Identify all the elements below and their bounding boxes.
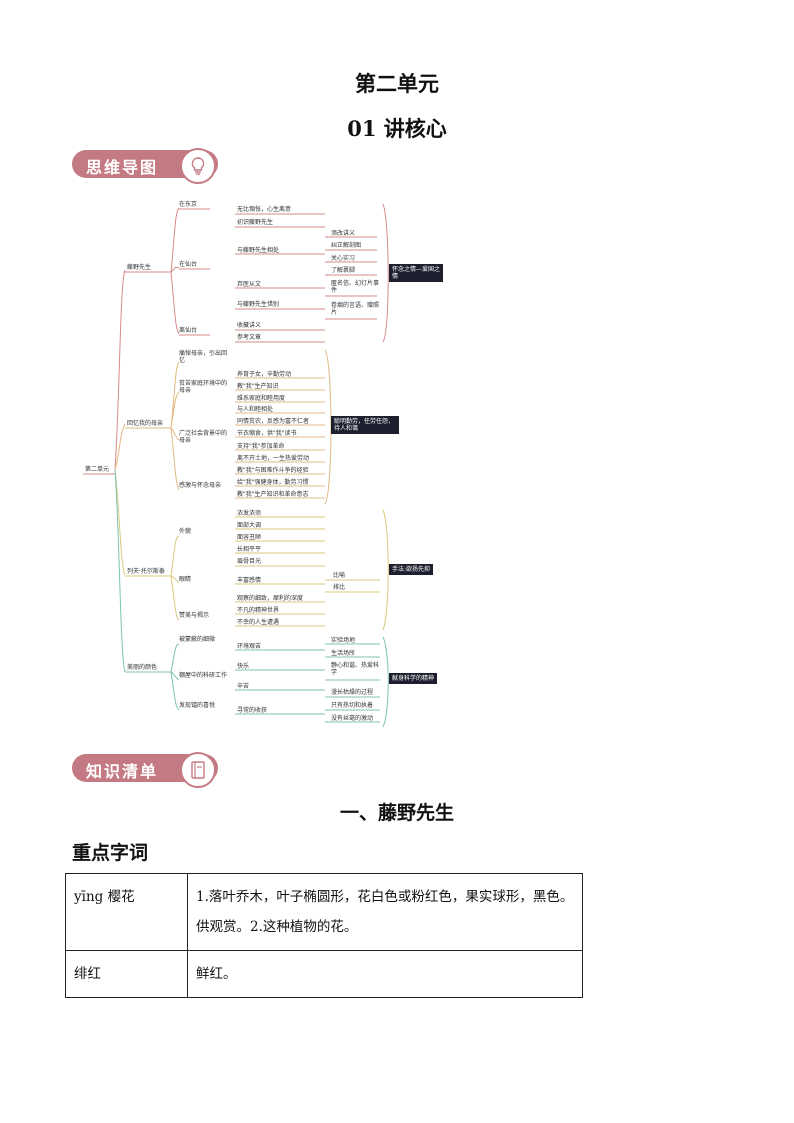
mm-node: 被蒙蔽的细微 bbox=[179, 636, 216, 643]
mm-leaf: 参考文章 bbox=[237, 334, 262, 341]
mm-detail: 节衣缩食，供"我"读书 bbox=[237, 430, 297, 437]
mm-detail: 了解裹脚 bbox=[331, 267, 356, 274]
mm-sub: 漫长枯燥的过程 bbox=[331, 689, 374, 696]
mindmap-banner: 思维导图 bbox=[72, 148, 222, 184]
mm-detail: 添改讲义 bbox=[331, 230, 356, 237]
mm-detail: 长相平平 bbox=[237, 546, 262, 553]
mm-detail: 不幸的人生遭遇 bbox=[237, 619, 280, 626]
mm-detail: 教"我"与困难作斗争的经验 bbox=[237, 467, 309, 474]
mind-map-lines bbox=[83, 203, 389, 728]
mm-detail: 支持"我"参加革命 bbox=[237, 443, 285, 450]
mm-detail: 眉骨目光 bbox=[237, 558, 262, 565]
mm-sub: 只有热切和执着 bbox=[331, 702, 374, 709]
mm-sub: 没有丝毫的激动 bbox=[331, 715, 374, 722]
mm-node: 痛悼母亲，引出回忆 bbox=[179, 350, 228, 364]
table-row: yīng 樱花 1.落叶乔木，叶子椭圆形，花白色或粉红色，果实球形，黑色。供观赏… bbox=[65, 873, 583, 951]
mm-detail: 辛苦 bbox=[237, 683, 250, 690]
mm-node: 广泛社会背景中的母亲 bbox=[179, 430, 228, 444]
mm-detail: 卷烟的言语、赠照片 bbox=[331, 302, 380, 316]
mm-leaf: 与藤野先生惜别 bbox=[237, 301, 280, 308]
mm-node: 外貌 bbox=[179, 528, 192, 535]
mm-detail: 面容丑陋 bbox=[237, 534, 262, 541]
mm-detail: 教"我"生产知识和革命意志 bbox=[237, 491, 309, 498]
mind-map: 第二单元 藤野先生 在东京 在仙台 离仙台 无比惆怅，心生离意 初识藤野先生 与… bbox=[75, 192, 455, 742]
vocab-table: yīng 樱花 1.落叶乔木，叶子椭圆形，花白色或粉红色，果实球形，黑色。供观赏… bbox=[65, 873, 583, 998]
mm-sub: 实验场地 bbox=[331, 637, 356, 644]
mm-node: 眼睛 bbox=[179, 576, 192, 583]
mm-detail: 不凡的精神世界 bbox=[237, 607, 280, 614]
banner-label: 知识清单 bbox=[86, 762, 159, 781]
mm-branch: 藤野先生 bbox=[127, 264, 152, 271]
mm-sub: 生活场所 bbox=[331, 650, 356, 657]
mm-node: 在仙台 bbox=[179, 261, 198, 268]
mm-branch: 列夫·托尔斯泰 bbox=[127, 568, 165, 575]
mm-node: 离仙台 bbox=[179, 327, 198, 334]
mm-detail: 关心实习 bbox=[331, 255, 356, 262]
mm-leaf: 收藏讲义 bbox=[237, 322, 262, 329]
mm-branch: 美丽的颜色 bbox=[127, 664, 158, 671]
vocab-word: 绯红 bbox=[65, 950, 188, 998]
mm-detail: 面部大调 bbox=[237, 522, 262, 529]
mm-node: 贫苦家庭环境中的母亲 bbox=[179, 380, 228, 394]
mm-detail: 教"我"生产知识 bbox=[237, 383, 279, 390]
table-row: 绯红 鲜红。 bbox=[65, 950, 583, 998]
mm-node: 赞美与揭示 bbox=[179, 612, 210, 619]
mm-detail: 与人和睦相处 bbox=[237, 406, 274, 413]
mm-detail: 离不开土地，一生热爱劳动 bbox=[237, 455, 310, 462]
mm-theme-box: 聪明勤劳，任劳任怨，待人和蔼 bbox=[331, 416, 399, 434]
key-words-heading: 重点字词 bbox=[72, 842, 149, 864]
mm-detail: 丰富感情 bbox=[237, 577, 262, 584]
mm-detail: 寻常的收获 bbox=[237, 707, 268, 714]
banner-label: 思维导图 bbox=[86, 158, 159, 177]
mm-theme-box: 手法:欲扬先抑 bbox=[389, 564, 434, 575]
vocab-meaning: 1.落叶乔木，叶子椭圆形，花白色或粉红色，果实球形，黑色。供观赏。2.这种植物的… bbox=[187, 873, 583, 951]
mm-detail: 同情贫农，反感为富不仁者 bbox=[237, 418, 310, 425]
mm-detail: 养育子女，辛勤劳动 bbox=[237, 371, 292, 378]
mm-node: 发现镭的喜悦 bbox=[179, 702, 216, 709]
mm-detail: 匿名信、幻灯片事件 bbox=[331, 280, 380, 294]
mm-branch: 回忆我的母亲 bbox=[127, 420, 164, 427]
section-title: 一、藤野先生 bbox=[339, 802, 454, 824]
mm-theme-box: 献身科学的精神 bbox=[389, 673, 438, 684]
mm-detail: 快乐 bbox=[237, 663, 250, 670]
vocab-meaning: 鲜红。 bbox=[187, 950, 583, 998]
unit-title: 第二单元 bbox=[355, 71, 439, 96]
mm-method: 排比 bbox=[333, 584, 346, 591]
mm-leaf: 初识藤野先生 bbox=[237, 219, 274, 226]
mm-detail: 观察的细致，犀利的深度 bbox=[237, 595, 304, 602]
mm-leaf: 弃医从文 bbox=[237, 281, 262, 288]
mm-root: 第二单元 bbox=[85, 466, 110, 473]
notebook-icon bbox=[180, 752, 216, 788]
vocab-word: yīng 樱花 bbox=[65, 873, 188, 951]
mm-leaf: 无比惆怅，心生离意 bbox=[237, 206, 292, 213]
mm-node: 感激与怀念母亲 bbox=[179, 482, 222, 489]
lesson-title: 01 讲核心 bbox=[347, 116, 447, 141]
mm-leaf: 与藤野先生相处 bbox=[237, 247, 280, 254]
mm-detail: 维系家庭和睦用度 bbox=[237, 395, 286, 402]
lightbulb-icon bbox=[180, 148, 216, 184]
knowledge-banner: 知识清单 bbox=[72, 752, 222, 788]
mm-theme-box: 怀念之情—爱国之情 bbox=[389, 264, 443, 282]
mm-detail: 环境艰苦 bbox=[237, 643, 262, 650]
mm-node: 在东京 bbox=[179, 201, 198, 208]
mm-sub: 静心和谐、热爱科学 bbox=[331, 662, 380, 676]
mm-detail: 浓发浓须 bbox=[237, 510, 262, 517]
mm-node: 棚屋中的科研工作 bbox=[179, 672, 228, 679]
mm-detail: 给"我"强健身体，勤劳习惯 bbox=[237, 479, 309, 486]
mm-detail: 纠正解剖图 bbox=[331, 242, 362, 249]
mm-method: 比喻 bbox=[333, 572, 346, 579]
